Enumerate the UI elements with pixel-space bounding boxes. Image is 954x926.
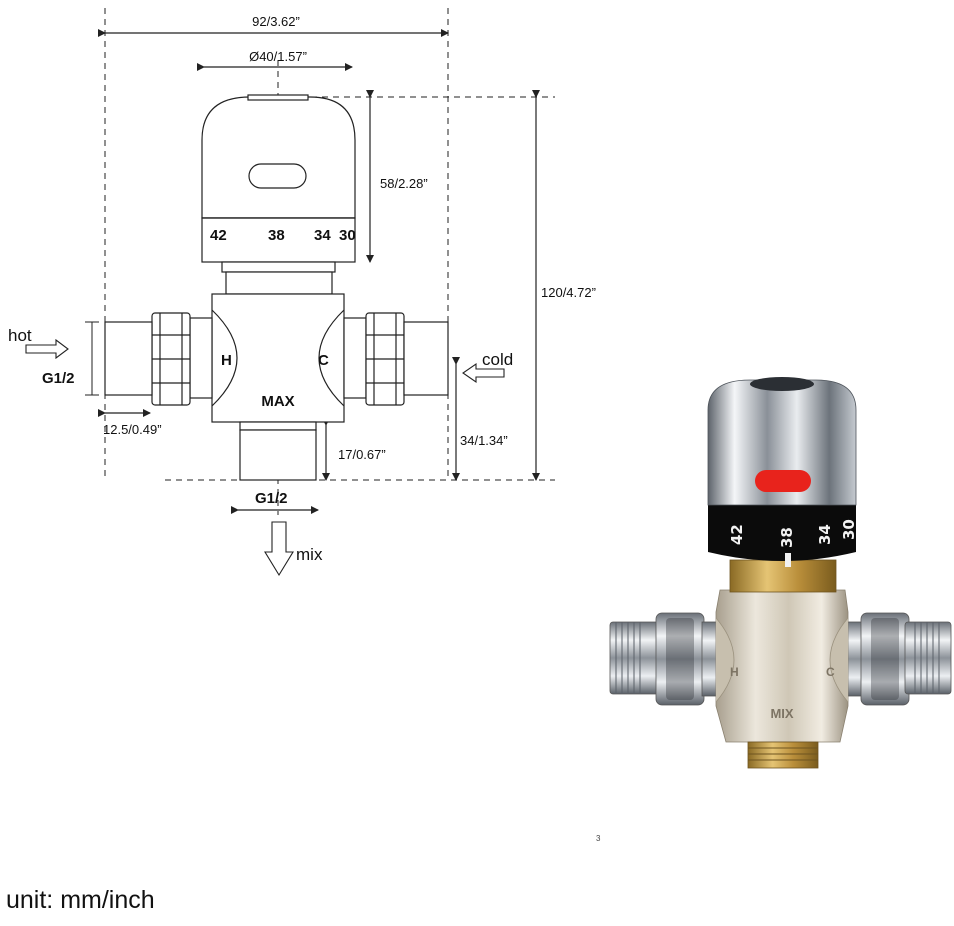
scale-mark-4: 30 xyxy=(339,227,356,244)
thread-length-label: 12.5/0.49” xyxy=(103,422,162,437)
outlet-thread-label: G1/2 xyxy=(255,490,288,507)
hot-inlet-fitting-outline xyxy=(104,312,213,406)
scale-mark-2: 38 xyxy=(268,227,285,244)
photo-brass-neck xyxy=(729,559,837,593)
mix-flow-arrow xyxy=(264,521,294,577)
photo-indicator-red-icon xyxy=(755,470,811,492)
product-photo: H C MIX 42 38 34 30 xyxy=(609,377,952,769)
hot-flow-arrow xyxy=(25,338,69,360)
body-hot-letter: H xyxy=(221,352,232,369)
outlet-height-label: 34/1.34” xyxy=(460,433,508,448)
hot-label: hot xyxy=(8,326,32,345)
cold-inlet-fitting-outline xyxy=(343,312,449,406)
cap-diameter-label: Ø40/1.57” xyxy=(249,49,307,64)
cold-flow-arrow xyxy=(462,362,505,384)
body-cold-letter: C xyxy=(318,352,329,369)
photo-brass-outlet xyxy=(747,741,819,769)
photo-scale-2: 38 xyxy=(778,527,796,548)
photo-scale-4: 30 xyxy=(840,519,858,540)
cap-height-label: 58/2.28” xyxy=(380,176,428,191)
drawing-labels: 92/3.62” Ø40/1.57” 58/2.28” 120/4.72” 12… xyxy=(8,14,596,564)
photo-hot-letter: H xyxy=(730,665,739,679)
photo-scale-3: 34 xyxy=(816,524,834,545)
overall-width-label: 92/3.62” xyxy=(252,14,300,29)
stray-mark: 3 xyxy=(596,834,601,843)
mix-outlet-outline xyxy=(239,421,317,481)
total-height-label: 120/4.72” xyxy=(541,285,596,300)
photo-valve-body: H C MIX xyxy=(715,589,849,743)
photo-scale-band: 42 38 34 30 xyxy=(708,505,858,567)
inlet-thread-label: G1/2 xyxy=(42,370,75,387)
photo-chrome-cap xyxy=(707,377,857,506)
scale-mark-3: 34 xyxy=(314,227,331,244)
dimension-lines xyxy=(85,29,540,514)
mix-label: mix xyxy=(296,545,323,564)
photo-body-mark: MIX xyxy=(770,706,793,721)
cold-label: cold xyxy=(482,350,513,369)
body-mix-mark: MAX xyxy=(261,393,294,410)
technical-drawing xyxy=(25,8,555,577)
photo-scale-1: 42 xyxy=(728,524,746,545)
photo-hot-connector xyxy=(609,612,721,706)
photo-cold-letter: C xyxy=(826,665,835,679)
photo-cold-connector xyxy=(844,612,952,706)
outlet-length-label: 17/0.67” xyxy=(338,447,386,462)
valve-neck-outline xyxy=(221,261,336,295)
valve-cap-outline xyxy=(201,94,356,263)
unit-footnote: unit: mm/inch xyxy=(6,886,155,914)
scale-mark-1: 42 xyxy=(210,227,227,244)
